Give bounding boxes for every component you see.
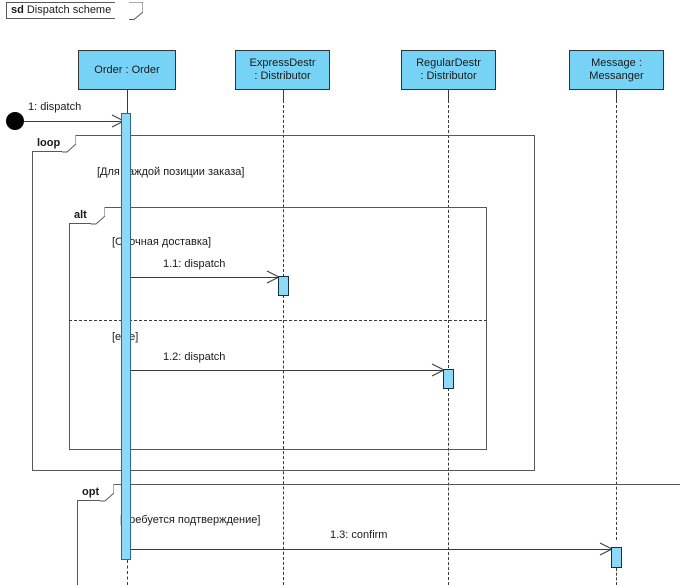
fragment-alt-operator-tab: alt — [69, 207, 94, 224]
lifeline-line-regulardestr-stub — [448, 90, 449, 102]
lifeline-line-order-tail — [127, 560, 128, 585]
activation-regulardestr[interactable] — [443, 369, 454, 389]
lifeline-head-messenger[interactable]: Message : Messanger — [569, 50, 664, 90]
fragment-opt[interactable] — [77, 484, 680, 585]
message-line-1-1 — [131, 277, 278, 278]
message-label-1-2: 1.2: dispatch — [163, 351, 226, 363]
lifeline-label-regulardestr-line1: RegularDestr — [416, 57, 481, 69]
found-message-start-node — [6, 112, 24, 130]
fragment-loop[interactable] — [32, 135, 535, 471]
lifeline-line-order-stub — [127, 90, 128, 113]
fragment-opt-guard: [Требуется подтверждение] — [120, 514, 261, 526]
lifeline-label-messenger-line1: Message : — [591, 57, 642, 69]
diagram-title: Dispatch scheme — [26, 4, 112, 16]
fragment-loop-operator-tab: loop — [32, 135, 68, 152]
fragment-opt-operator-tab: opt — [77, 484, 107, 501]
lifeline-line-regulardestr-lower — [448, 388, 449, 585]
lifeline-line-regulardestr — [448, 100, 449, 368]
lifeline-line-expressdestr — [283, 100, 284, 277]
lifeline-head-expressdestr[interactable]: ExpressDestr : Distributor — [235, 50, 330, 90]
lifeline-label-expressdestr-line1: ExpressDestr — [249, 57, 316, 69]
fragment-alt-operator: alt — [74, 208, 87, 221]
message-line-1-3 — [131, 549, 611, 550]
lifeline-line-expressdestr-lower — [283, 295, 284, 585]
lifeline-head-regulardestr[interactable]: RegularDestr : Distributor — [401, 50, 496, 90]
fragment-loop-guard: [Для каждой позиции заказа] — [97, 166, 245, 178]
lifeline-label-messenger-line2: Messanger — [589, 70, 644, 82]
fragment-alt[interactable] — [69, 207, 487, 450]
fragment-alt-separator — [69, 320, 487, 321]
message-line-1 — [24, 121, 123, 122]
lifeline-line-messenger — [616, 100, 617, 540]
frame-tab-corner-icon — [129, 2, 143, 20]
fragment-opt-operator: opt — [82, 485, 100, 498]
fragment-loop-operator: loop — [37, 136, 61, 149]
message-label-1-1: 1.1: dispatch — [163, 258, 226, 270]
lifeline-line-messenger-lower — [616, 568, 617, 585]
lifeline-label-order-line1: Order : Order — [94, 63, 160, 76]
message-label-1: 1: dispatch — [28, 101, 82, 113]
fragment-alt-guard: [Срочная доставка] — [112, 236, 212, 248]
fragment-alt-tab-corner-icon — [91, 207, 105, 225]
activation-order[interactable] — [121, 113, 131, 560]
fragment-loop-tab-corner-icon — [62, 135, 76, 153]
lifeline-label-expressdestr-line2: : Distributor — [254, 70, 311, 82]
diagram-kind-keyword: sd — [11, 4, 24, 16]
activation-messenger[interactable] — [611, 547, 622, 568]
lifeline-label-regulardestr-line2: : Distributor — [420, 70, 477, 82]
message-line-1-2 — [131, 370, 443, 371]
lifeline-line-messenger-stub — [616, 90, 617, 102]
activation-expressdestr[interactable] — [278, 276, 289, 296]
lifeline-line-expressdestr-stub — [283, 90, 284, 102]
fragment-opt-tab-corner-icon — [100, 484, 114, 502]
message-label-1-3: 1.3: confirm — [330, 529, 388, 541]
lifeline-head-order[interactable]: Order : Order — [78, 50, 176, 90]
